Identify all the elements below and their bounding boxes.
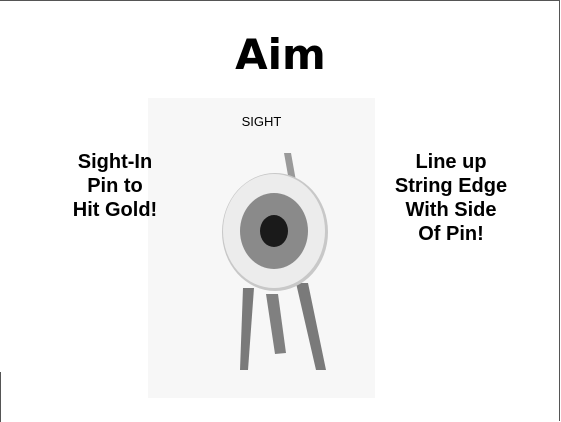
- target-stand-center-leg: [266, 294, 286, 354]
- target-stand-right-leg: [296, 283, 326, 370]
- left-instruction-line: Hit Gold!: [40, 198, 190, 222]
- archery-target-icon: [148, 98, 375, 398]
- left-instruction: Sight-In Pin to Hit Gold!: [40, 150, 190, 222]
- right-instruction-line: With Side: [376, 198, 526, 222]
- left-instruction-line: Sight-In: [40, 150, 190, 174]
- right-instruction-line: Line up: [376, 150, 526, 174]
- slide-edge: [0, 372, 1, 422]
- slide-title: Aim: [0, 30, 561, 80]
- right-instruction-line: String Edge: [376, 174, 526, 198]
- target-stand-left-leg: [240, 288, 254, 370]
- left-instruction-line: Pin to: [40, 174, 190, 198]
- sight-label: SIGHT: [148, 114, 375, 129]
- right-instruction: Line up String Edge With Side Of Pin!: [376, 150, 526, 246]
- right-instruction-line: Of Pin!: [376, 222, 526, 246]
- target-gold-center: [260, 215, 288, 247]
